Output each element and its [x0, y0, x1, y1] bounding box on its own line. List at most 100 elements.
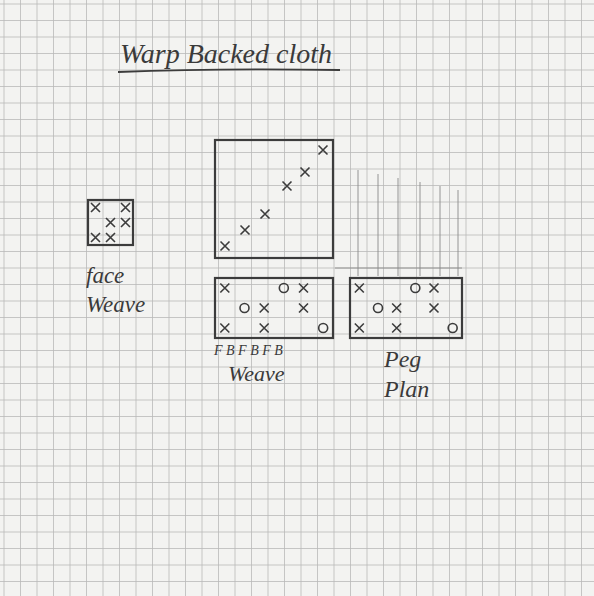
weave-grid	[215, 278, 333, 338]
cross-mark	[261, 210, 270, 219]
cross-mark	[355, 284, 364, 293]
cross-mark	[91, 203, 100, 212]
cross-mark	[121, 203, 130, 212]
grid-line	[0, 466, 594, 467]
grid-line	[284, 0, 285, 596]
grid-line	[301, 0, 302, 596]
title-underline	[118, 69, 340, 72]
grid-line	[0, 185, 594, 186]
grid-line	[0, 169, 594, 170]
cross-mark	[301, 168, 310, 177]
cross-mark	[392, 324, 401, 333]
grid-line	[0, 548, 594, 549]
grid-line	[0, 449, 594, 450]
grid-line	[0, 499, 594, 500]
grid-line	[0, 103, 594, 104]
projection-line	[378, 174, 379, 276]
cross-mark	[106, 233, 115, 242]
grid-line	[0, 119, 594, 120]
cross-mark	[220, 284, 229, 293]
cross-mark	[260, 324, 269, 333]
grid-line	[0, 317, 594, 318]
grid-line	[466, 0, 467, 596]
circle-mark	[279, 284, 288, 293]
projection-line	[458, 190, 459, 276]
grid-line	[0, 532, 594, 533]
grid-line	[499, 0, 500, 596]
grid-line	[4, 0, 5, 596]
projection-line	[398, 178, 399, 276]
grid-line	[367, 0, 368, 596]
grid-line	[0, 482, 594, 483]
cross-mark	[355, 324, 364, 333]
grid-line	[152, 0, 153, 596]
cross-mark	[430, 284, 439, 293]
cross-mark	[241, 226, 250, 235]
grid-line	[0, 136, 594, 137]
circle-mark	[411, 284, 420, 293]
grid-line	[400, 0, 401, 596]
projection-line	[420, 182, 421, 276]
grid-line	[515, 0, 516, 596]
label-text: Peg Plan	[384, 344, 454, 404]
grid-line	[482, 0, 483, 596]
grid-line	[53, 0, 54, 596]
cross-mark	[299, 284, 308, 293]
grid-line	[268, 0, 269, 596]
grid-line	[0, 416, 594, 417]
grid-line	[0, 383, 594, 384]
page-title: Warp Backed cloth	[120, 36, 332, 71]
grid-line	[251, 0, 252, 596]
grid-line	[0, 367, 594, 368]
cross-mark	[91, 233, 100, 242]
cross-mark	[106, 218, 115, 227]
grid-line	[317, 0, 318, 596]
grid-line	[0, 20, 594, 21]
circle-mark	[448, 324, 457, 333]
cross-mark	[299, 304, 308, 313]
cross-mark	[392, 304, 401, 313]
circle-mark	[374, 304, 383, 313]
design-square	[215, 140, 333, 258]
face-weave-grid	[88, 200, 133, 245]
grid-line	[169, 0, 170, 596]
grid-line	[185, 0, 186, 596]
grid-line	[581, 0, 582, 596]
grid-line	[416, 0, 417, 596]
grid-line	[0, 86, 594, 87]
grid-line	[0, 37, 594, 38]
grid-line	[235, 0, 236, 596]
grid-line	[0, 433, 594, 434]
grid-line	[0, 152, 594, 153]
grid-line	[70, 0, 71, 596]
grid-line	[202, 0, 203, 596]
grid-line	[37, 0, 38, 596]
cross-mark	[220, 324, 229, 333]
grid-line	[0, 350, 594, 351]
cross-mark	[283, 182, 292, 191]
grid-line	[0, 565, 594, 566]
grid-line	[20, 0, 21, 596]
circle-mark	[240, 304, 249, 313]
grid-line	[0, 581, 594, 582]
grid-line	[0, 4, 594, 5]
projection-line	[358, 170, 359, 276]
label-text: face Weave	[86, 262, 181, 320]
cross-mark	[121, 218, 130, 227]
grid-line	[449, 0, 450, 596]
grid-line	[433, 0, 434, 596]
grid-line	[565, 0, 566, 596]
grid-line	[0, 334, 594, 335]
grid-line	[218, 0, 219, 596]
cross-mark	[260, 304, 269, 313]
projection-line	[440, 186, 441, 276]
projection-line	[335, 268, 462, 269]
cross-mark	[319, 146, 328, 155]
cross-mark	[221, 242, 230, 251]
peg-plan-grid	[350, 278, 462, 338]
label-text: F B F B F B	[214, 342, 344, 360]
grid-line	[0, 251, 594, 252]
grid-line	[0, 400, 594, 401]
